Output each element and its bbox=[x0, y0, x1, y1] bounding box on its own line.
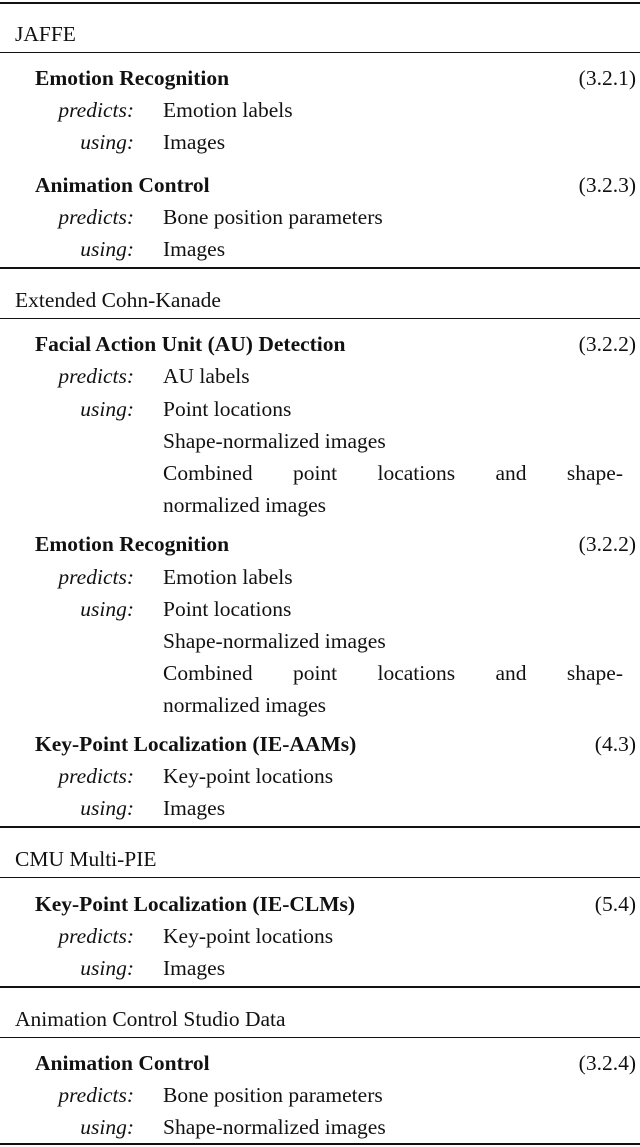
table-top-rule bbox=[0, 2, 640, 4]
predicts-value: Key-point locations bbox=[163, 924, 334, 948]
dataset-name-studio: Animation Control Studio Data bbox=[15, 1007, 286, 1031]
section-ref: (3.2.2) bbox=[578, 332, 636, 356]
section-ref: (3.2.2) bbox=[578, 532, 636, 556]
predicts-value: AU labels bbox=[163, 364, 250, 388]
predicts-label: predicts: bbox=[58, 1083, 134, 1107]
dataset-header-rule bbox=[0, 1037, 640, 1038]
section-ref: (3.2.1) bbox=[578, 66, 636, 90]
using-label: using: bbox=[80, 237, 134, 261]
predicts-label: predicts: bbox=[58, 364, 134, 388]
predicts-label: predicts: bbox=[58, 924, 134, 948]
using-value: Combined point locations and shape- bbox=[163, 461, 623, 485]
predicts-value: Key-point locations bbox=[163, 764, 334, 788]
dataset-name-ck: Extended Cohn-Kanade bbox=[15, 288, 221, 312]
table-bottom-rule bbox=[0, 1143, 640, 1145]
dataset-name-jaffe: JAFFE bbox=[15, 22, 76, 46]
task-title: Emotion Recognition bbox=[35, 532, 230, 556]
using-value: Images bbox=[163, 796, 226, 820]
using-value: Images bbox=[163, 956, 226, 980]
using-value: Shape-normalized images bbox=[163, 629, 386, 653]
using-label: using: bbox=[80, 597, 134, 621]
task-title: Key-Point Localization (IE-AAMs) bbox=[35, 732, 357, 756]
task-title: Facial Action Unit (AU) Detection bbox=[35, 332, 346, 356]
predicts-value: Emotion labels bbox=[163, 565, 293, 589]
task-title: Key-Point Localization (IE-CLMs) bbox=[35, 892, 356, 916]
task-title: Animation Control bbox=[35, 173, 210, 197]
dataset-header-rule bbox=[0, 318, 640, 319]
using-value: normalized images bbox=[163, 493, 326, 517]
dataset-name-multipie: CMU Multi-PIE bbox=[15, 847, 157, 871]
using-label: using: bbox=[80, 956, 134, 980]
using-value: Point locations bbox=[163, 597, 292, 621]
task-title: Emotion Recognition bbox=[35, 66, 230, 90]
dataset-separator-rule bbox=[0, 267, 640, 269]
using-value: Point locations bbox=[163, 397, 292, 421]
predicts-value: Bone position parameters bbox=[163, 1083, 383, 1107]
using-value: normalized images bbox=[163, 693, 326, 717]
section-ref: (4.3) bbox=[594, 732, 636, 756]
using-label: using: bbox=[80, 130, 134, 154]
using-value: Combined point locations and shape- bbox=[163, 661, 623, 685]
predicts-label: predicts: bbox=[58, 98, 134, 122]
predicts-value: Bone position parameters bbox=[163, 205, 383, 229]
section-ref: (5.4) bbox=[594, 892, 636, 916]
using-label: using: bbox=[80, 397, 134, 421]
using-label: using: bbox=[80, 1115, 134, 1139]
dataset-separator-rule bbox=[0, 986, 640, 988]
dataset-separator-rule bbox=[0, 826, 640, 828]
predicts-label: predicts: bbox=[58, 565, 134, 589]
dataset-header-rule bbox=[0, 52, 640, 53]
task-title: Animation Control bbox=[35, 1051, 210, 1075]
using-value: Images bbox=[163, 237, 226, 261]
predicts-label: predicts: bbox=[58, 205, 134, 229]
using-label: using: bbox=[80, 796, 134, 820]
section-ref: (3.2.4) bbox=[578, 1051, 636, 1075]
section-ref: (3.2.3) bbox=[578, 173, 636, 197]
using-value: Images bbox=[163, 130, 226, 154]
predicts-label: predicts: bbox=[58, 764, 134, 788]
predicts-value: Emotion labels bbox=[163, 98, 293, 122]
using-value: Shape-normalized images bbox=[163, 429, 386, 453]
using-value: Shape-normalized images bbox=[163, 1115, 386, 1139]
dataset-header-rule bbox=[0, 877, 640, 878]
